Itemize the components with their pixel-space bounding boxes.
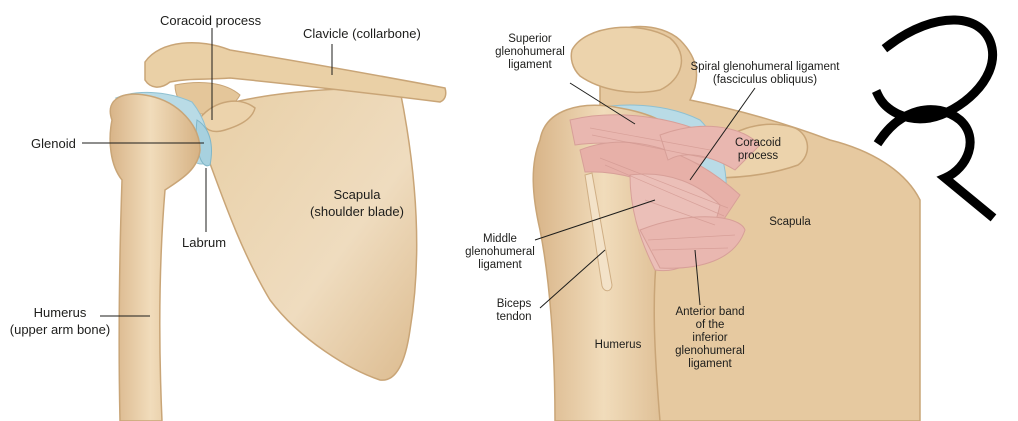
label-anterior-band: Anterior band of the inferior glenohumer… — [665, 306, 755, 371]
label-biceps-line1: Biceps — [486, 298, 542, 311]
label-anterior-line4: glenohumeral — [665, 345, 755, 358]
label-humerus-line1: Humerus — [6, 304, 114, 321]
label-scapula-left: Scapula (shoulder blade) — [287, 186, 427, 220]
label-middle-line3: ligament — [455, 259, 545, 272]
left-shoulder-bones — [110, 43, 446, 421]
label-coracoid-right: Coracoid process — [725, 137, 791, 163]
label-scapula-right: Scapula — [765, 216, 815, 229]
label-glenoid: Glenoid — [31, 136, 76, 151]
label-anterior-line1: Anterior band — [665, 306, 755, 319]
label-spiral-line1: Spiral glenohumeral ligament — [684, 61, 846, 74]
label-anterior-line3: inferior — [665, 332, 755, 345]
label-middle-ligament: Middle glenohumeral ligament — [455, 233, 545, 272]
label-superior-line2: glenohumeral — [485, 46, 575, 59]
label-labrum: Labrum — [182, 235, 226, 250]
label-scapula-line1: Scapula — [287, 186, 427, 203]
label-superior-line3: ligament — [485, 59, 575, 72]
label-humerus-left: Humerus (upper arm bone) — [6, 304, 114, 338]
label-middle-line2: glenohumeral — [455, 246, 545, 259]
scapula-bone — [205, 89, 417, 380]
label-coracoid-line2: process — [725, 150, 791, 163]
label-biceps-tendon: Biceps tendon — [486, 298, 542, 324]
label-anterior-line2: of the — [665, 319, 755, 332]
label-anterior-line5: ligament — [665, 358, 755, 371]
label-superior-ligament: Superior glenohumeral ligament — [485, 33, 575, 72]
label-spiral-line2: (fasciculus obliquus) — [684, 74, 846, 87]
label-spiral-ligament: Spiral glenohumeral ligament (fasciculus… — [684, 61, 846, 87]
label-coracoid-line1: Coracoid — [725, 137, 791, 150]
label-biceps-line2: tendon — [486, 311, 542, 324]
label-superior-line1: Superior — [485, 33, 575, 46]
label-middle-line1: Middle — [455, 233, 545, 246]
label-humerus-line2: (upper arm bone) — [6, 321, 114, 338]
label-scapula-line2: (shoulder blade) — [287, 203, 427, 220]
label-coracoid-process: Coracoid process — [160, 13, 261, 28]
label-humerus-right: Humerus — [585, 339, 651, 352]
label-clavicle: Clavicle (collarbone) — [303, 26, 421, 41]
